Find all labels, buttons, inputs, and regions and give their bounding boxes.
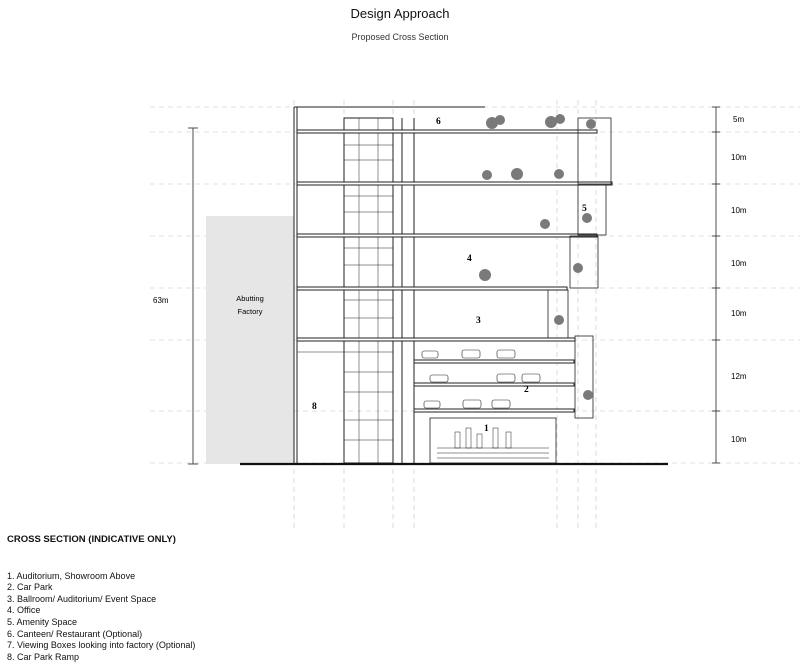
legend-item: 2. Car Park <box>7 582 53 593</box>
legend-item: 4. Office <box>7 605 41 616</box>
legend-item: 7. Viewing Boxes looking into factory (O… <box>7 640 196 651</box>
legend-item: 8. Car Park Ramp <box>7 651 80 662</box>
cross-section-drawing: Abutting Factory 63m 5m 10m 10m 10m 10m … <box>150 100 800 528</box>
zone-label: 1 <box>484 424 489 434</box>
floor-height-label: 10m <box>731 153 747 162</box>
zone-label: 6 <box>436 117 441 127</box>
zone-label: 3 <box>476 316 481 326</box>
floor-height-label: 10m <box>731 309 747 318</box>
zone-label: 8 <box>312 402 317 412</box>
legend: CROSS SECTION (INDICATIVE ONLY) 1. Audit… <box>7 534 195 663</box>
floor-height-label: 10m <box>731 206 747 215</box>
page-title: Design Approach <box>350 6 450 21</box>
floor-height-dimension <box>712 106 720 464</box>
legend-item: 5. Amenity Space <box>7 616 78 627</box>
building-section <box>293 106 613 464</box>
floor-height-label: 10m <box>731 259 747 268</box>
zone-label: 2 <box>524 385 529 395</box>
overall-height-label: 63m <box>153 296 169 305</box>
zone-label: 4 <box>467 254 472 264</box>
legend-item: 6. Canteen/ Restaurant (Optional) <box>7 628 143 639</box>
overall-height-dimension <box>188 127 198 465</box>
abutting-factory-label-1: Abutting <box>236 294 264 303</box>
legend-heading: CROSS SECTION (INDICATIVE ONLY) <box>7 534 176 545</box>
floor-height-label: 10m <box>731 435 747 444</box>
legend-item: 3. Ballroom/ Auditorium/ Event Space <box>7 593 157 604</box>
abutting-factory-label-2: Factory <box>237 307 262 316</box>
legend-item: 1. Auditorium, Showroom Above <box>7 570 136 581</box>
floor-height-label: 12m <box>731 372 747 381</box>
zone-label: 5 <box>582 204 587 214</box>
abutting-factory-block <box>206 216 294 464</box>
page-subtitle: Proposed Cross Section <box>351 32 449 42</box>
floor-height-label: 5m <box>733 115 744 124</box>
planting <box>479 114 596 400</box>
legend-list: 1. Auditorium, Showroom Above 2. Car Par… <box>7 571 195 664</box>
